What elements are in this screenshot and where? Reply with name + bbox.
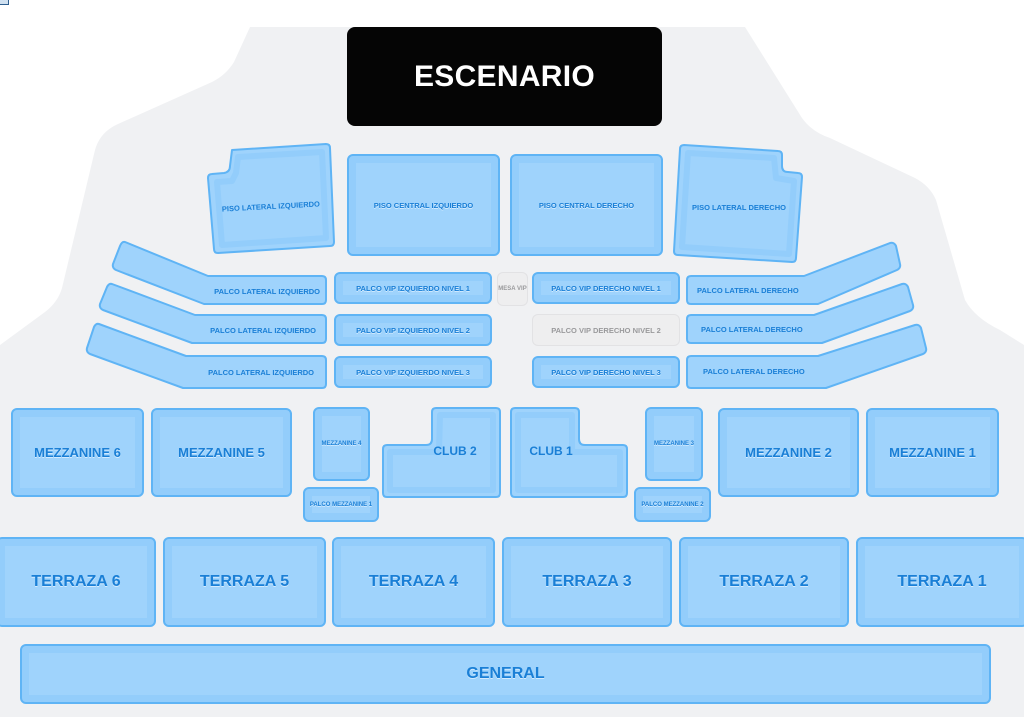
section-mezzanine-3[interactable]: MEZZANINE 3 (645, 407, 703, 481)
section-palco-vip-derecho-nivel-3[interactable]: PALCO VIP DERECHO NIVEL 3 (532, 356, 680, 388)
section-palco-lateral-derecho-3[interactable]: PALCO LATERAL DERECHO (686, 323, 928, 389)
section-label: MESA VIP (498, 286, 527, 292)
section-palco-vip-izquierdo-nivel-2[interactable]: PALCO VIP IZQUIERDO NIVEL 2 (334, 314, 492, 346)
section-label: PALCO VIP DERECHO NIVEL 2 (551, 325, 661, 335)
section-palco-lateral-izquierdo-2[interactable]: PALCO LATERAL IZQUIERDO (98, 282, 327, 344)
section-mezzanine-1[interactable]: MEZZANINE 1 (866, 408, 999, 497)
section-palco-vip-izquierdo-nivel-3[interactable]: PALCO VIP IZQUIERDO NIVEL 3 (334, 356, 492, 388)
section-label: GENERAL (466, 665, 545, 682)
section-piso-lateral-izquierdo[interactable]: PISO LATERAL IZQUIERDO (207, 143, 335, 254)
section-palco-vip-derecho-nivel-2: PALCO VIP DERECHO NIVEL 2 (532, 314, 680, 346)
section-palco-vip-derecho-nivel-1[interactable]: PALCO VIP DERECHO NIVEL 1 (532, 272, 680, 304)
section-piso-lateral-derecho[interactable]: PISO LATERAL DERECHO (673, 144, 803, 263)
section-label: TERRAZA 2 (719, 573, 809, 590)
section-club-1[interactable]: CLUB 1 (510, 407, 628, 498)
svg-text:CLUB 2: CLUB 2 (433, 444, 477, 458)
section-mezzanine-2[interactable]: MEZZANINE 2 (718, 408, 859, 497)
section-label: PALCO VIP IZQUIERDO NIVEL 3 (356, 367, 470, 377)
section-label: MEZZANINE 4 (321, 441, 362, 447)
svg-text:CLUB 1: CLUB 1 (529, 444, 573, 458)
section-label: TERRAZA 5 (199, 573, 290, 590)
section-terraza-3[interactable]: TERRAZA 3 (502, 537, 672, 627)
section-terraza-6[interactable]: TERRAZA 6 (0, 537, 156, 627)
section-palco-lateral-izquierdo-3[interactable]: PALCO LATERAL IZQUIERDO (85, 322, 327, 389)
section-label: MEZZANINE 1 (889, 445, 976, 460)
section-label: PALCO VIP IZQUIERDO NIVEL 2 (356, 325, 470, 335)
section-label: TERRAZA 1 (897, 573, 987, 590)
svg-text:PISO LATERAL DERECHO: PISO LATERAL DERECHO (692, 203, 786, 212)
section-label: PALCO VIP IZQUIERDO NIVEL 1 (356, 283, 470, 293)
section-label: TERRAZA 3 (542, 573, 632, 590)
corner-handle (0, 0, 9, 5)
section-label: TERRAZA 6 (31, 573, 121, 590)
section-palco-lateral-derecho-2[interactable]: PALCO LATERAL DERECHO (686, 282, 915, 344)
svg-text:PALCO LATERAL IZQUIERDO: PALCO LATERAL IZQUIERDO (214, 287, 320, 296)
section-label: MEZZANINE 6 (34, 445, 121, 460)
section-label: PALCO MEZZANINE 2 (641, 501, 704, 508)
section-palco-lateral-derecho-1[interactable]: PALCO LATERAL DERECHO (686, 241, 902, 305)
svg-text:PALCO LATERAL IZQUIERDO: PALCO LATERAL IZQUIERDO (210, 326, 316, 335)
section-palco-mezzanine-1[interactable]: PALCO MEZZANINE 1 (303, 487, 379, 522)
section-palco-vip-izquierdo-nivel-1[interactable]: PALCO VIP IZQUIERDO NIVEL 1 (334, 272, 492, 304)
section-label: MEZZANINE 3 (653, 441, 694, 447)
section-mezzanine-4[interactable]: MEZZANINE 4 (313, 407, 370, 481)
svg-text:PALCO LATERAL DERECHO: PALCO LATERAL DERECHO (703, 367, 805, 376)
section-label: PALCO VIP DERECHO NIVEL 3 (551, 367, 661, 377)
section-label: MEZZANINE 2 (745, 445, 832, 460)
section-label: MEZZANINE 5 (178, 445, 265, 460)
section-mezzanine-6[interactable]: MEZZANINE 6 (11, 408, 144, 497)
svg-text:PALCO LATERAL DERECHO: PALCO LATERAL DERECHO (697, 286, 799, 295)
section-club-2[interactable]: CLUB 2 (382, 407, 501, 498)
stage-label: ESCENARIO (413, 59, 596, 93)
section-piso-central-izquierdo[interactable]: PISO CENTRAL IZQUIERDO (347, 154, 500, 256)
section-terraza-5[interactable]: TERRAZA 5 (163, 537, 326, 627)
section-mesa-vip: MESA VIP (497, 272, 528, 306)
section-label: PISO CENTRAL IZQUIERDO (373, 200, 474, 210)
section-palco-lateral-izquierdo-1[interactable]: PALCO LATERAL IZQUIERDO (111, 240, 327, 305)
section-label: PISO CENTRAL DERECHO (538, 200, 635, 210)
svg-text:PALCO LATERAL DERECHO: PALCO LATERAL DERECHO (701, 325, 803, 334)
section-terraza-1[interactable]: TERRAZA 1 (856, 537, 1024, 627)
section-label: PALCO MEZZANINE 1 (309, 501, 373, 508)
section-palco-mezzanine-2[interactable]: PALCO MEZZANINE 2 (634, 487, 711, 522)
section-terraza-2[interactable]: TERRAZA 2 (679, 537, 849, 627)
section-piso-central-derecho[interactable]: PISO CENTRAL DERECHO (510, 154, 663, 256)
section-terraza-4[interactable]: TERRAZA 4 (332, 537, 495, 627)
section-label: PALCO VIP DERECHO NIVEL 1 (551, 283, 661, 293)
section-general[interactable]: GENERAL (20, 644, 991, 704)
section-label: TERRAZA 4 (368, 573, 459, 590)
svg-text:PALCO LATERAL IZQUIERDO: PALCO LATERAL IZQUIERDO (208, 368, 314, 377)
stage: ESCENARIO (347, 27, 662, 126)
section-mezzanine-5[interactable]: MEZZANINE 5 (151, 408, 292, 497)
